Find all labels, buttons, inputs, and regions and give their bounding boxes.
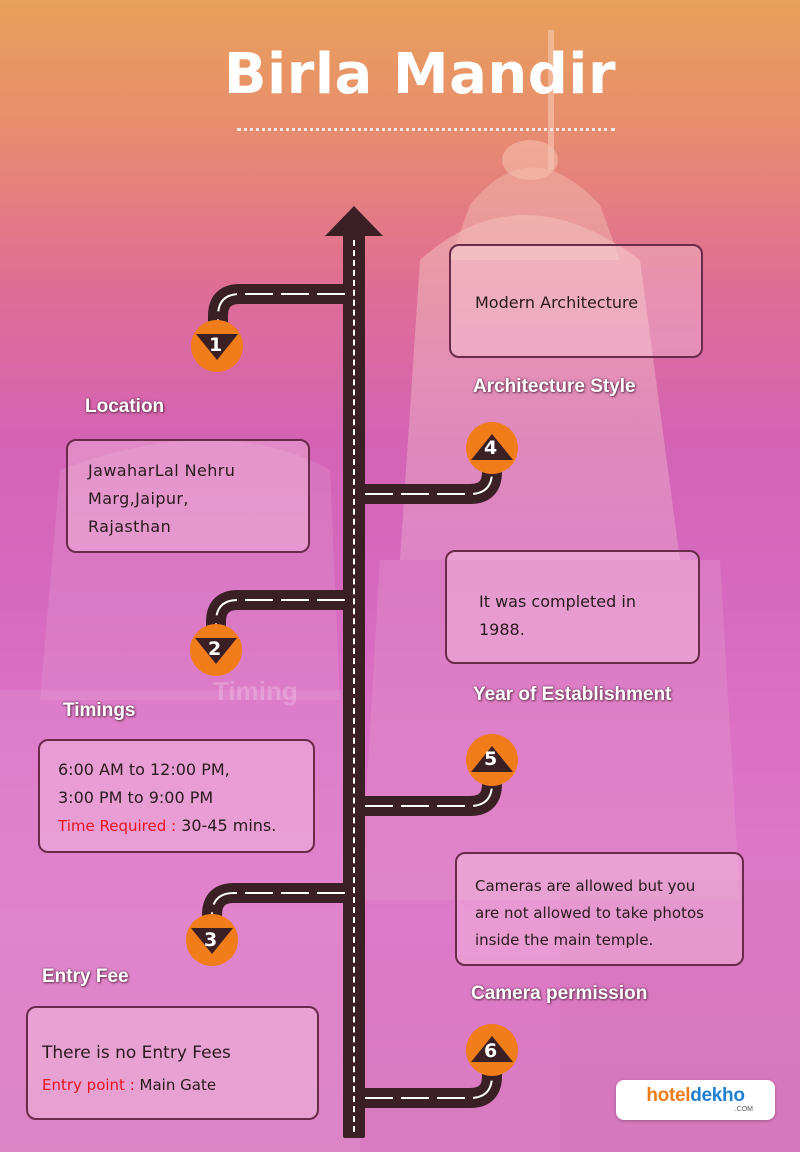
- logo-part-dekho: dekho: [690, 1085, 745, 1106]
- road-arrowhead: [325, 206, 383, 236]
- logo-wordmark: hoteldekho: [616, 1085, 775, 1107]
- time-required-label: Time Required :: [58, 817, 177, 835]
- camera-line-3: inside the main temple.: [475, 931, 654, 949]
- year-line-2: 1988.: [479, 620, 525, 639]
- step-number-3: 3: [204, 929, 218, 951]
- marker-6: [466, 1024, 518, 1076]
- heading-camera: Camera permission: [471, 983, 648, 1004]
- heading-year: Year of Establishment: [473, 684, 672, 705]
- heading-entry-fee: Entry Fee: [42, 966, 129, 987]
- entry-point-value: Main Gate: [139, 1076, 217, 1094]
- marker-3: [186, 914, 238, 966]
- time-required-value: 30-45 mins.: [181, 816, 277, 835]
- timings-line-2: 3:00 PM to 9:00 PM: [58, 788, 214, 807]
- step-number-6: 6: [484, 1040, 498, 1062]
- card-year: It was completed in 1988.: [445, 550, 700, 664]
- heading-timings: Timings: [63, 700, 136, 721]
- connector-1: [208, 284, 345, 338]
- location-line-2: Marg,Jaipur,: [88, 489, 189, 508]
- heading-architecture: Architecture Style: [473, 376, 636, 397]
- card-timings: 6:00 AM to 12:00 PM, 3:00 PM to 9:00 PM …: [38, 739, 315, 853]
- entry-point-label: Entry point :: [42, 1076, 135, 1094]
- step-number-4: 4: [484, 437, 498, 459]
- road-centerline: [353, 240, 355, 1132]
- entry-fee-text: There is no Entry Fees: [42, 1043, 231, 1063]
- heading-location: Location: [85, 396, 165, 417]
- title-divider: [237, 128, 615, 131]
- connector-6: [365, 1054, 502, 1108]
- entry-point-row: Entry point : Main Gate: [42, 1069, 317, 1101]
- logo-suffix: .COM: [734, 1106, 753, 1113]
- logo-part-hotel: hotel: [646, 1085, 691, 1106]
- step-number-1: 1: [209, 334, 223, 356]
- location-line-3: Rajasthan: [88, 517, 172, 536]
- connector-2: [206, 590, 345, 646]
- step-number-2: 2: [208, 638, 222, 660]
- page-title: Birla Mandir: [223, 42, 617, 107]
- card-entry-fee: There is no Entry Fees Entry point : Mai…: [26, 1006, 319, 1120]
- year-line-1: It was completed in: [479, 592, 636, 611]
- card-architecture: Modern Architecture: [449, 244, 703, 358]
- step-number-5: 5: [484, 748, 498, 770]
- marker-1: [191, 320, 243, 372]
- card-camera: Cameras are allowed but you are not allo…: [455, 852, 744, 966]
- card-location: JawaharLal Nehru Marg,Jaipur, Rajasthan: [66, 439, 310, 553]
- time-required-row: Time Required : 30-45 mins.: [58, 812, 313, 840]
- architecture-text: Modern Architecture: [475, 293, 639, 312]
- timings-line-1: 6:00 AM to 12:00 PM,: [58, 760, 230, 779]
- hoteldekho-logo[interactable]: hoteldekho .COM: [616, 1080, 775, 1120]
- marker-4: [466, 422, 518, 474]
- camera-line-1: Cameras are allowed but you: [475, 877, 696, 895]
- camera-line-2: are not allowed to take photos: [475, 904, 704, 922]
- location-line-1: JawaharLal Nehru: [88, 461, 236, 480]
- watermark-text: Timing: [213, 676, 298, 706]
- marker-5: [466, 734, 518, 786]
- marker-2: [190, 624, 242, 676]
